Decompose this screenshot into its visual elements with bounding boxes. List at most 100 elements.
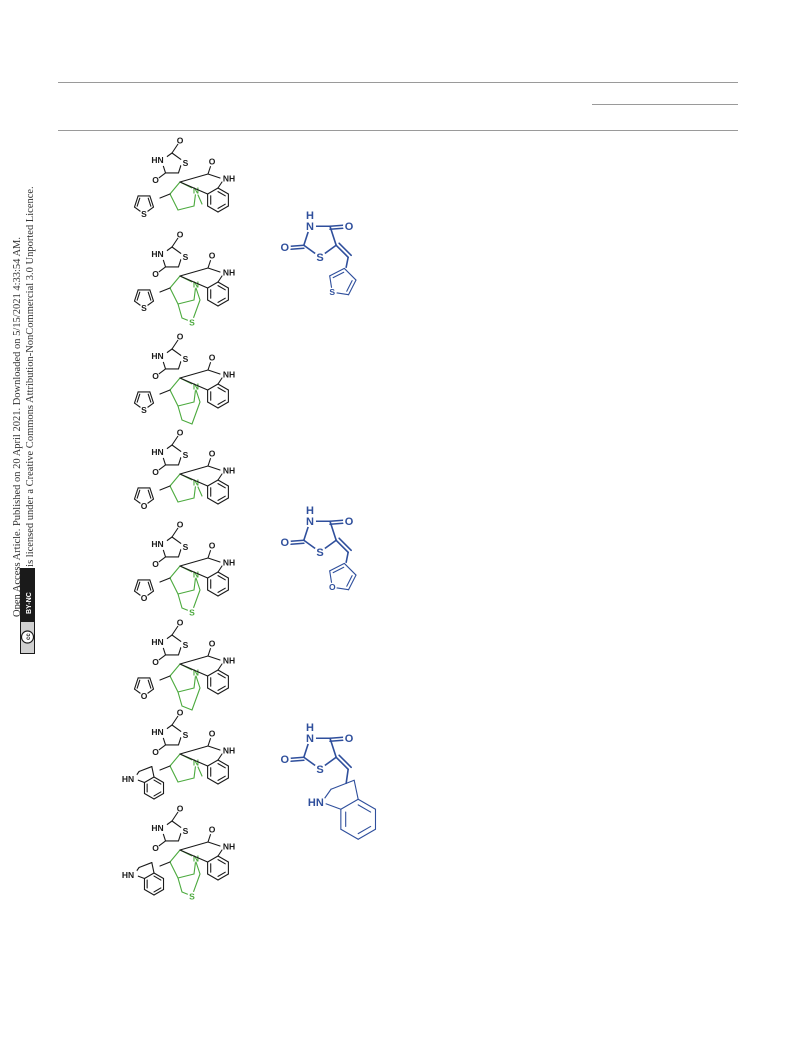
oxindole-o-label: O — [209, 728, 216, 738]
carbonyl-o-label: O — [177, 229, 184, 239]
furan-o-label: O — [141, 593, 148, 603]
thiazolidine-ring-s-label: S — [189, 891, 195, 901]
oxindole-nh-label: NH — [223, 465, 235, 475]
tzd-h-label: H — [306, 722, 314, 734]
oxindole-o-label: O — [209, 250, 216, 260]
dipolarophile-structure-1: NH O O S S — [278, 210, 357, 297]
carbonyl-o-label: O — [152, 467, 159, 477]
tzd-o-right-label: O — [345, 221, 354, 233]
tzd-s-label: S — [316, 252, 323, 264]
tzd-o-left-label: O — [281, 242, 290, 254]
imide-nh-label: HN — [151, 447, 163, 457]
pyrrolidine-n-label: N — [193, 757, 199, 767]
carbonyl-o-label: O — [177, 519, 184, 529]
tzd-o-right-label: O — [345, 516, 354, 528]
oxindole-nh-label: NH — [223, 557, 235, 567]
carbonyl-o-label: O — [152, 747, 159, 757]
thiazolidine-s-label: S — [183, 826, 189, 836]
side-notice-line2: This article is licensed under a Creativ… — [25, 186, 36, 617]
thiophene-s-label: S — [141, 405, 147, 415]
carbonyl-o-label: O — [177, 617, 184, 627]
thiazolidine-ring-s-label: S — [189, 607, 195, 617]
furan-o-label: O — [329, 582, 336, 592]
oxindole-o-label: O — [209, 352, 216, 362]
tzd-o-left-label: O — [281, 754, 290, 766]
product-structure-8: O HN O S N S O NH HN — [122, 803, 235, 901]
tzd-h-label: H — [306, 505, 314, 517]
pyrrolidine-n-label: N — [193, 381, 199, 391]
imide-nh-label: HN — [151, 539, 163, 549]
carbonyl-o-label: O — [177, 707, 184, 717]
oxindole-o-label: O — [209, 540, 216, 550]
imide-nh-label: HN — [151, 637, 163, 647]
side-notice-line1: Open Access Article. Published on 20 Apr… — [12, 237, 23, 617]
thiazolidine-ring-s-label: S — [189, 317, 195, 327]
carbonyl-o-label: O — [177, 331, 184, 341]
product-structure-5: O HN O S N S O NH O — [133, 519, 235, 617]
cc-icon — [20, 630, 35, 644]
thiazolidine-s-label: S — [183, 354, 189, 364]
thiazolidine-s-label: S — [183, 450, 189, 460]
carbonyl-o-label: O — [152, 175, 159, 185]
thiophene-s-label: S — [141, 209, 147, 219]
oxindole-nh-label: NH — [223, 173, 235, 183]
carbonyl-o-label: O — [152, 371, 159, 381]
indole-nh-label: HN — [122, 774, 134, 784]
carbonyl-o-label: O — [152, 657, 159, 667]
thiazolidine-s-label: S — [183, 252, 189, 262]
product-structure-7: O HN O S N O NH HN — [122, 707, 235, 800]
carbonyl-o-label: O — [177, 803, 184, 813]
by-nc-badge-text: BY-NC — [26, 592, 33, 614]
thiophene-s-label: S — [329, 287, 335, 297]
thiazolidine-s-label: S — [183, 158, 189, 168]
tzd-s-label: S — [316, 764, 323, 776]
oxindole-nh-label: NH — [223, 841, 235, 851]
tzd-o-left-label: O — [281, 537, 290, 549]
dipolarophile-structure-3: NH O O S HN — [278, 722, 377, 840]
oxindole-o-label: O — [209, 448, 216, 458]
carbonyl-o-label: O — [152, 559, 159, 569]
license-badge[interactable]: cc BY-NC — [20, 568, 35, 654]
oxindole-o-label: O — [209, 638, 216, 648]
table-top-rule — [58, 82, 738, 83]
tzd-n-label: N — [306, 221, 314, 233]
tzd-h-label: H — [306, 210, 314, 222]
table-header-rule — [58, 130, 738, 131]
thiazolidine-s-label: S — [183, 542, 189, 552]
tzd-n-label: N — [306, 733, 314, 745]
tzd-n-label: N — [306, 516, 314, 528]
carbonyl-o-label: O — [177, 427, 184, 437]
furan-o-label: O — [141, 501, 148, 511]
thiazolidine-s-label: S — [183, 640, 189, 650]
thiazolidine-s-label: S — [183, 730, 189, 740]
indole-nh-label: HN — [122, 870, 134, 880]
oxindole-nh-label: NH — [223, 267, 235, 277]
table-column-group-rule — [592, 104, 738, 105]
imide-nh-label: HN — [151, 727, 163, 737]
oxindole-nh-label: NH — [223, 745, 235, 755]
carbonyl-o-label: O — [177, 135, 184, 145]
pyrrolidine-n-label: N — [193, 667, 199, 677]
imide-nh-label: HN — [151, 249, 163, 259]
tzd-o-right-label: O — [345, 733, 354, 745]
product-structure-3: O HN O S N O NH S — [133, 331, 235, 425]
pyrrolidine-n-label: N — [193, 853, 199, 863]
thiophene-s-label: S — [141, 303, 147, 313]
carbonyl-o-label: O — [152, 843, 159, 853]
imide-nh-label: HN — [151, 155, 163, 165]
furan-o-label: O — [141, 691, 148, 701]
pyrrolidine-n-label: N — [193, 279, 199, 289]
indole-nh-label: HN — [308, 797, 324, 809]
imide-nh-label: HN — [151, 823, 163, 833]
oxindole-o-label: O — [209, 824, 216, 834]
pyrrolidine-n-label: N — [193, 569, 199, 579]
oxindole-nh-label: NH — [223, 369, 235, 379]
imide-nh-label: HN — [151, 351, 163, 361]
oxindole-o-label: O — [209, 156, 216, 166]
